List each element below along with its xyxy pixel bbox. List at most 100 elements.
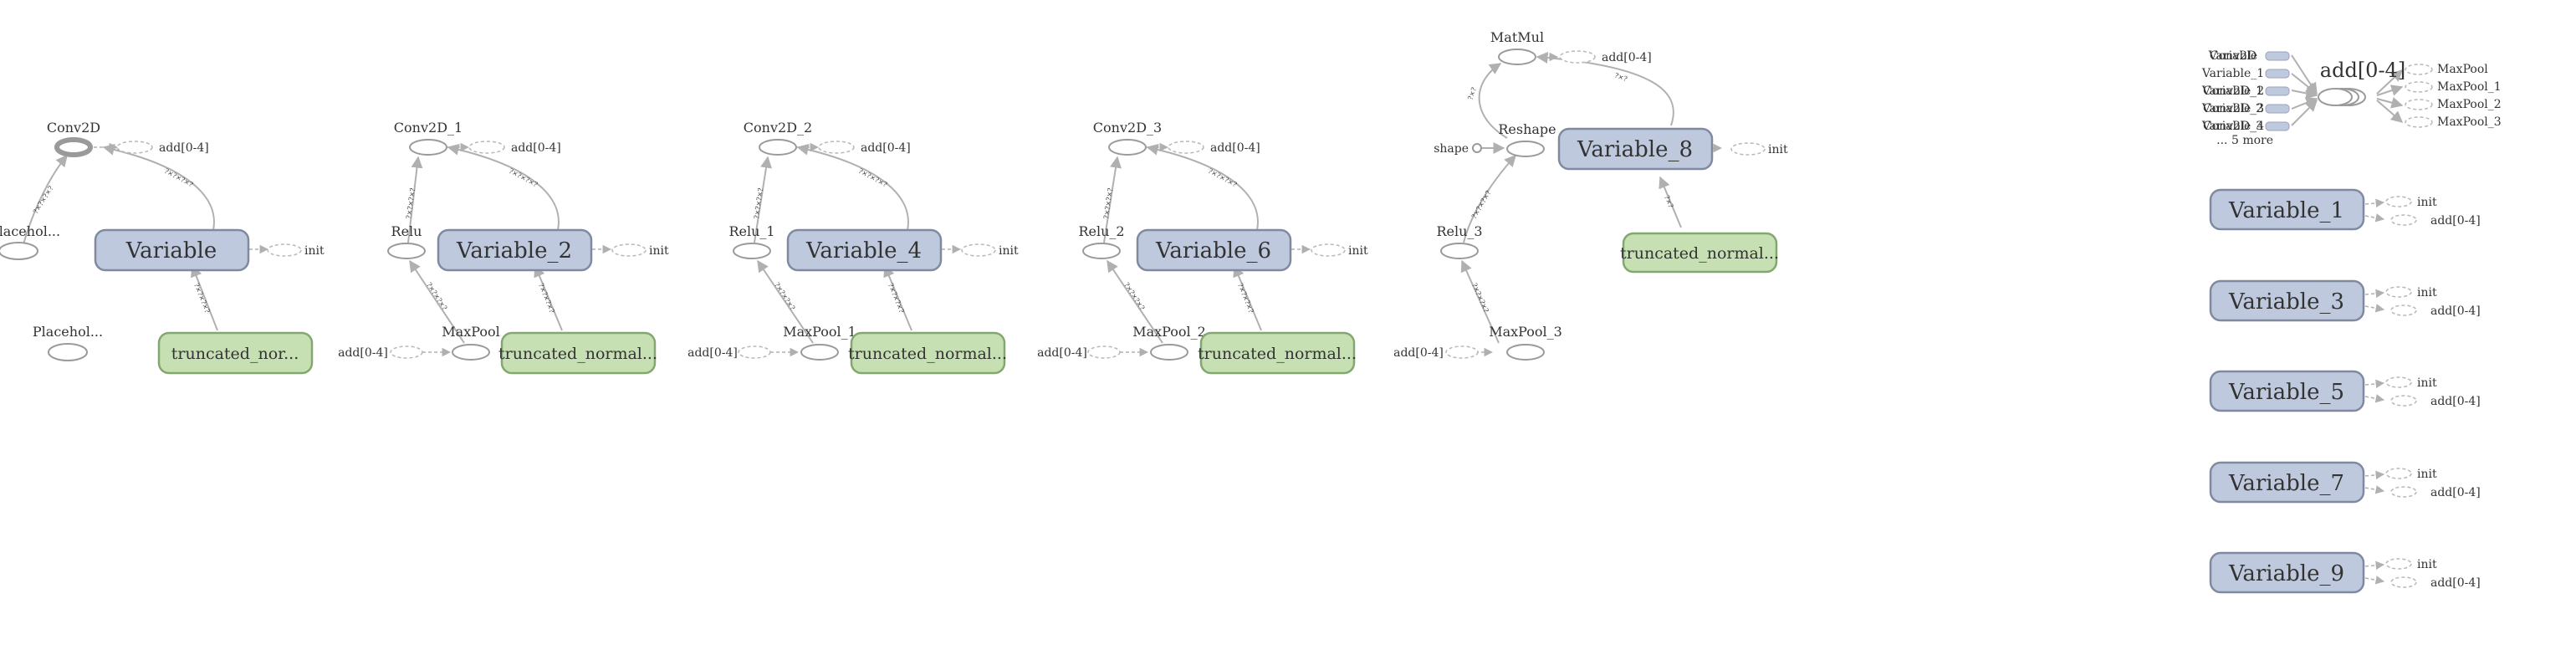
aux-variable-node[interactable] [2209, 551, 2365, 594]
aux-init-ghost[interactable] [2385, 558, 2412, 570]
aux-input-mini-node [2265, 104, 2290, 114]
node-truncated-normal[interactable] [157, 331, 314, 375]
node-variable[interactable] [94, 228, 250, 272]
node-variable-4[interactable] [786, 228, 943, 272]
node-init-ghost[interactable] [961, 243, 996, 257]
edge-label: ?×?×?×? [405, 187, 417, 219]
aux-add-ghost[interactable] [2390, 304, 2417, 316]
aux-init-ghost[interactable] [2385, 376, 2412, 388]
aux-variable-label: Variable_9 [2228, 561, 2344, 586]
edge-placeholder-to-conv2d [23, 154, 68, 245]
edge-label: ?×?×?×? [887, 282, 905, 314]
node-add-in-ghost[interactable] [1087, 345, 1121, 359]
node-label-variable-2: Variable_2 [456, 238, 572, 264]
aux-init-ghost[interactable] [2385, 286, 2412, 298]
node-variable-6[interactable] [1136, 228, 1292, 272]
aux-add-label: add[0-4] [2320, 59, 2405, 82]
aux-add-ghost[interactable] [2390, 486, 2417, 498]
node-add-ghost[interactable] [468, 141, 505, 154]
node-reshape[interactable] [1506, 141, 1545, 157]
node-truncated-normal-1[interactable] [500, 331, 657, 375]
aux-variable-node[interactable] [2209, 461, 2365, 504]
node-add-in-ghost[interactable] [1445, 345, 1479, 359]
node-conv2d-1[interactable] [409, 139, 447, 156]
aux-add-ghost[interactable] [2390, 395, 2417, 407]
node-truncated-normal-3[interactable] [1199, 331, 1356, 375]
node-maxpool-3[interactable] [1506, 344, 1545, 361]
node-add-in-ghost[interactable] [738, 345, 771, 359]
node-shape[interactable] [1472, 143, 1482, 153]
aux-edge-out [2376, 96, 2404, 109]
node-relu[interactable] [387, 243, 426, 259]
node-relu-3[interactable] [1440, 243, 1479, 259]
node-label-add-in: add[0-4] [1393, 346, 1444, 360]
edge-variable-4-to-conv2d-2 [796, 143, 909, 231]
node-init-ghost[interactable] [1311, 243, 1346, 257]
aux-variable-node[interactable] [2209, 279, 2365, 322]
node-add-ghost[interactable] [116, 141, 153, 154]
aux-edge-init [2364, 379, 2385, 389]
node-truncated-normal-2[interactable] [850, 331, 1006, 375]
node-matmul[interactable] [1498, 49, 1536, 65]
aux-input-label: Variable [2208, 49, 2257, 63]
aux-output-ghost[interactable] [2405, 99, 2433, 110]
node-add-in-ghost[interactable] [390, 345, 423, 359]
aux-variable-node[interactable] [2209, 188, 2365, 231]
node-label-truncated-normal: truncated_nor... [171, 345, 299, 363]
node-init-ghost[interactable] [611, 243, 647, 257]
aux-input-mini-node [2265, 86, 2290, 96]
node-label-matmul: MatMul [1490, 29, 1544, 45]
edge-variable-to-conv2d [102, 143, 215, 231]
node-placeholder-1[interactable] [48, 343, 88, 361]
aux-add-node-group[interactable]: add[0-4] [2291, 54, 2405, 126]
node-placeholder[interactable] [0, 242, 38, 260]
node-init-ghost[interactable] [267, 243, 302, 257]
node-conv2d-3[interactable] [1108, 139, 1147, 156]
aux-input-label: Variable_3 [2201, 102, 2264, 115]
node-label-init: init [1348, 244, 1368, 258]
node-maxpool-1[interactable] [800, 344, 839, 361]
node-add-ghost[interactable] [818, 141, 855, 154]
aux-init-ghost[interactable] [2385, 468, 2412, 479]
node-label-relu-1: Relu_1 [728, 223, 774, 239]
node-variable-8[interactable] [1557, 127, 1714, 171]
node-label-add-in: add[0-4] [1037, 346, 1087, 360]
node-conv2d-2[interactable] [759, 139, 797, 156]
aux-init-label: init [2417, 286, 2437, 299]
aux-edge-in [2291, 87, 2318, 100]
aux-output-ghost[interactable] [2405, 81, 2433, 93]
edge-label: ?×?×?×? [773, 281, 796, 311]
aux-init-label: init [2417, 468, 2437, 481]
node-truncated-normal-4[interactable] [1622, 232, 1778, 274]
aux-init-label: init [2417, 558, 2437, 571]
edge-truncated-to-variable [191, 264, 218, 331]
aux-variable-7: Variable_7 init add[0-4] [2209, 461, 2481, 504]
aux-add-ghost[interactable] [2390, 214, 2417, 226]
aux-edge-in [2291, 100, 2318, 126]
node-relu-2[interactable] [1082, 243, 1121, 259]
node-variable-2[interactable] [437, 228, 593, 272]
node-conv2d[interactable] [54, 137, 93, 157]
aux-variable-1: Variable_1 init add[0-4] [2209, 188, 2481, 231]
node-add-ghost[interactable] [1168, 141, 1204, 154]
aux-output-ghost[interactable] [2405, 116, 2433, 128]
edge-maxpool-2-to-relu-2 [1107, 259, 1163, 344]
node-init-ghost[interactable] [1730, 142, 1766, 156]
node-label-variable-4: Variable_4 [805, 238, 922, 264]
aux-init-ghost[interactable] [2385, 196, 2412, 207]
node-add-ghost[interactable] [1559, 50, 1596, 64]
aux-variable-node[interactable] [2209, 370, 2365, 412]
aux-output-ghost[interactable] [2405, 64, 2433, 75]
group-matmul: ?×? ?×? ?×? ?×?×?×? ?×?×?×? MatMul add[0… [1393, 29, 1788, 361]
aux-edge-init [2364, 198, 2385, 208]
node-label-variable-6: Variable_6 [1155, 238, 1271, 264]
aux-more-label[interactable]: ... 5 more [2216, 134, 2273, 147]
edge-label: ?×?×?×? [1207, 167, 1238, 188]
aux-add-ghost[interactable] [2390, 576, 2417, 588]
node-maxpool-2[interactable] [1150, 344, 1188, 361]
node-relu-1[interactable] [733, 243, 771, 259]
node-maxpool[interactable] [452, 344, 490, 361]
aux-variable-3: Variable_3 init add[0-4] [2209, 279, 2481, 322]
aux-add-stack-front[interactable] [2318, 88, 2353, 106]
